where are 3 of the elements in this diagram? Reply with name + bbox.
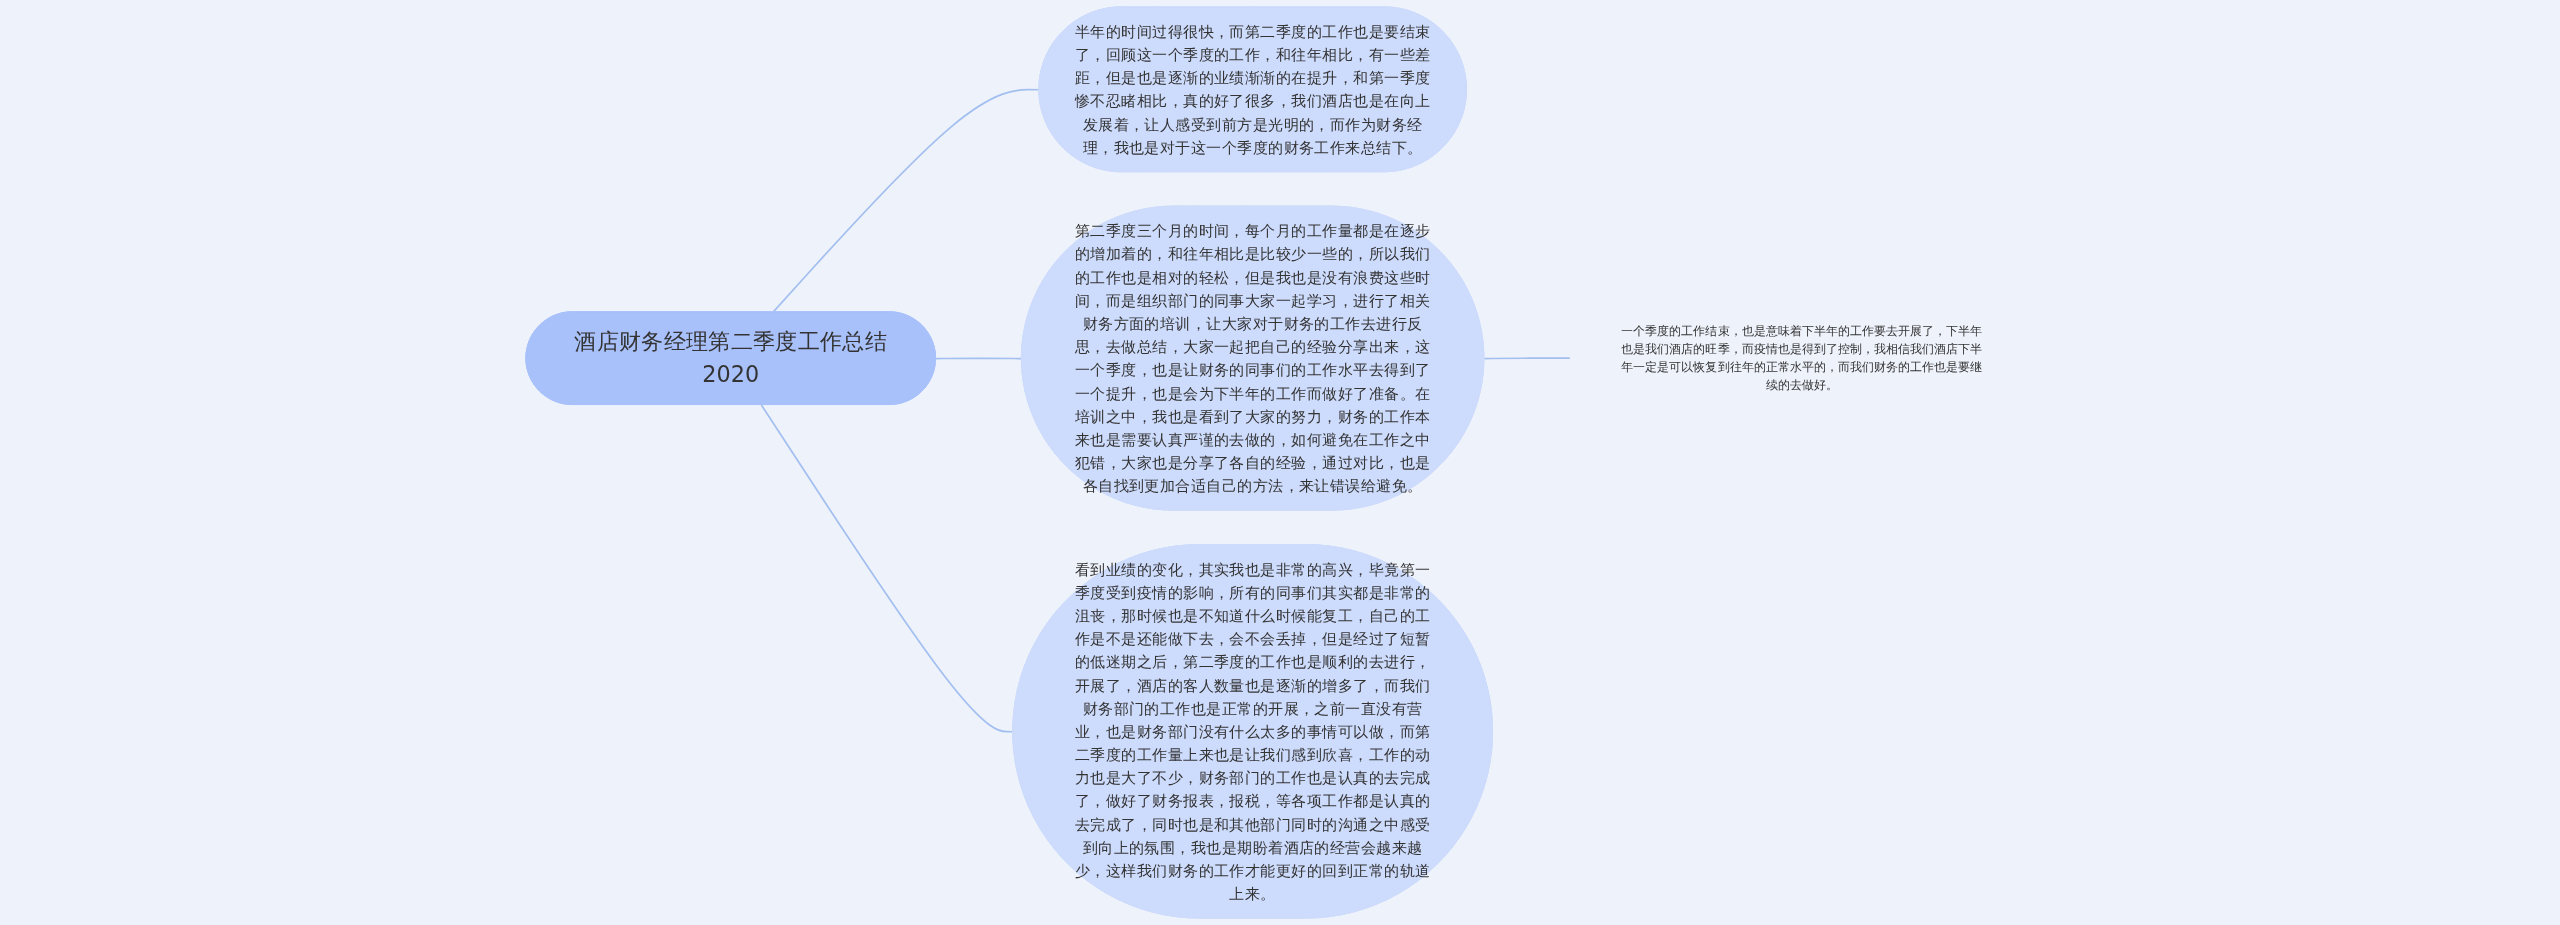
connector [760, 404, 1015, 733]
node-text: 一个季度的工作结束，也是意味着下半年的工作要去开展了，下半年也是我们酒店的旺季，而疫情也是得到了控制，我相信我们酒店下半年一定是可以恢复到往年的正常水平的，而我们财务的工作也是要继续的去做好。 [1621, 323, 1983, 392]
connector [1483, 357, 1571, 360]
